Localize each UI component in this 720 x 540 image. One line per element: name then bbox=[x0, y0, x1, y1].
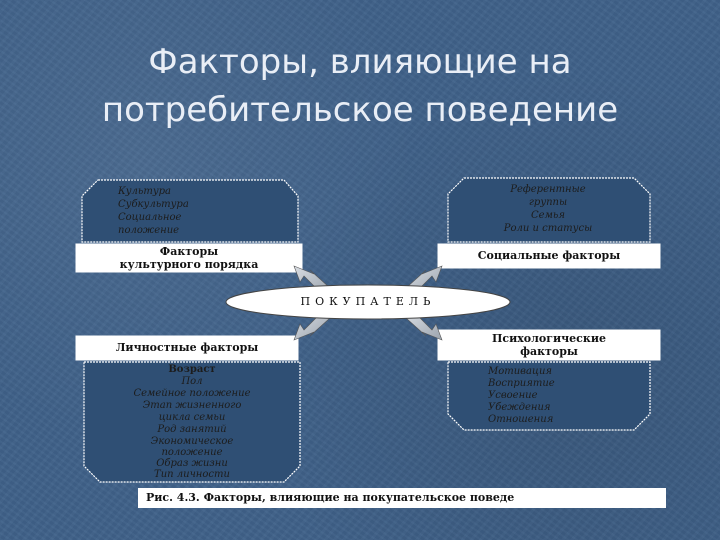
diagram-shapes bbox=[75, 177, 666, 508]
personal-item-7: Экономическое bbox=[150, 436, 234, 447]
personal-item-4: Этап жизненного bbox=[142, 400, 242, 411]
social-factors-label: Социальные факторы bbox=[477, 249, 621, 262]
social-item-1: Референтные bbox=[510, 184, 586, 195]
personal-factors-label: Личностные факторы bbox=[115, 341, 259, 354]
psych-item-1: Мотивация bbox=[488, 366, 553, 377]
cultural-factors-label-1: Факторы bbox=[159, 245, 219, 258]
cultural-item-3: Социальное bbox=[118, 212, 182, 223]
cultural-factors-box bbox=[75, 243, 303, 273]
personal-item-3: Семейное положение bbox=[133, 388, 251, 399]
cultural-factors-octagon bbox=[81, 179, 299, 243]
psychological-factors-octagon bbox=[447, 361, 651, 431]
personal-item-6: Род занятий bbox=[157, 424, 227, 435]
social-factors-box bbox=[437, 243, 661, 269]
social-factors-octagon bbox=[447, 177, 651, 243]
psychological-factors-label-2: факторы bbox=[520, 345, 578, 358]
psychological-factors-box bbox=[437, 329, 661, 361]
personal-item-8: положение bbox=[161, 447, 223, 458]
psychological-factors-label-1: Психологические bbox=[492, 332, 606, 345]
caption-band bbox=[138, 488, 666, 508]
personal-item-10: Тип личности bbox=[154, 469, 230, 480]
cultural-item-1: Культура bbox=[118, 186, 171, 197]
cultural-item-4: положение bbox=[118, 225, 180, 236]
personal-item-5: цикла семьи bbox=[158, 412, 226, 423]
cultural-factors-label-2: культурного порядка bbox=[119, 258, 259, 271]
consumer-behavior-diagram: Культура Субкультура Социальное положени… bbox=[68, 170, 666, 510]
social-item-3: Семья bbox=[531, 210, 565, 221]
psych-item-4: Убеждения bbox=[488, 402, 551, 413]
buyer-label: ПОКУПАТЕЛЬ bbox=[300, 295, 436, 308]
slide-title: Факторы, влияющие на потребительское пов… bbox=[0, 38, 720, 134]
personal-item-2: Пол bbox=[181, 376, 203, 387]
personal-item-1: Возраст bbox=[168, 364, 216, 375]
personal-factors-box bbox=[75, 335, 299, 361]
buyer-ellipse bbox=[225, 284, 511, 320]
psych-item-2: Восприятие bbox=[488, 378, 555, 389]
slide-title-line-2: потребительское поведение bbox=[101, 90, 619, 130]
personal-item-9: Образ жизни bbox=[156, 458, 228, 469]
social-item-4: Роли и статусы bbox=[503, 223, 593, 234]
social-item-2: группы bbox=[528, 197, 568, 208]
personal-factors-octagon bbox=[83, 361, 301, 483]
slide-title-line-1: Факторы, влияющие на bbox=[148, 42, 572, 82]
psych-item-3: Усвоение bbox=[488, 390, 538, 401]
cultural-item-2: Субкультура bbox=[118, 199, 189, 210]
psych-item-5: Отношения bbox=[488, 414, 554, 425]
figure-caption: Рис. 4.3. Факторы, влияющие на покупател… bbox=[146, 491, 515, 504]
